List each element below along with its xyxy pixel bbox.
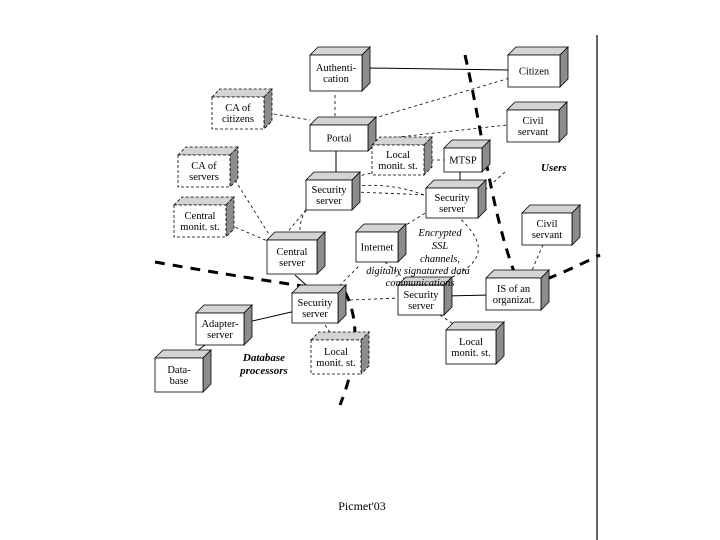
node-label: server bbox=[316, 196, 342, 207]
node-label: Civil bbox=[536, 219, 557, 230]
node-label: monit. st. bbox=[316, 358, 355, 369]
ssl-label: Encrypted SSL channels, digitally signat… bbox=[366, 228, 469, 289]
node-label: Local bbox=[386, 150, 410, 161]
line-ss2-internet bbox=[394, 209, 431, 233]
node-label: IS of an bbox=[497, 284, 531, 295]
node-label: server bbox=[302, 309, 328, 320]
svg-text:channels,: channels, bbox=[420, 254, 460, 265]
node-label: server bbox=[439, 204, 465, 215]
node-citizen: Citizen bbox=[507, 46, 569, 88]
svg-text:processors: processors bbox=[239, 365, 288, 377]
node-label: servers bbox=[189, 172, 219, 183]
node-adapter-server: Adapter-server bbox=[195, 304, 253, 346]
line-portal-civil bbox=[371, 124, 508, 141]
line-centralmon-central bbox=[229, 224, 271, 243]
database-processors-label: Database processors bbox=[239, 352, 288, 377]
node-label: Citizen bbox=[519, 67, 550, 78]
node-label: organizat. bbox=[493, 295, 535, 306]
footer-text: Picmet'03 bbox=[338, 499, 386, 513]
line-auth-citizen bbox=[367, 67, 511, 71]
node-label: citizens bbox=[222, 114, 254, 125]
line-portal-citizen bbox=[367, 77, 511, 121]
node-label: Security bbox=[435, 193, 471, 204]
node-authentication: Authenti-cation bbox=[309, 46, 371, 92]
node-label: servant bbox=[518, 127, 548, 138]
line-ss2-users bbox=[484, 171, 506, 191]
line-ca-central bbox=[234, 179, 271, 237]
node-label: Central bbox=[277, 247, 308, 258]
node-label: server bbox=[207, 330, 233, 341]
node-label: monit. st. bbox=[378, 161, 417, 172]
line-ss3-adapter bbox=[247, 309, 301, 323]
node-label: monit. st. bbox=[451, 348, 490, 359]
svg-text:digitally signatured data: digitally signatured data bbox=[366, 266, 469, 277]
node-label: servant bbox=[532, 230, 562, 241]
line-ss1-ss2 bbox=[354, 191, 431, 196]
svg-text:Encrypted: Encrypted bbox=[417, 228, 462, 239]
node-label: Local bbox=[324, 347, 348, 358]
node-label: server bbox=[408, 301, 434, 312]
svg-text:Database: Database bbox=[242, 352, 285, 364]
line-is-civil bbox=[529, 239, 546, 276]
node-label: base bbox=[170, 376, 189, 387]
users-boundary-curve bbox=[463, 54, 536, 305]
node-database: Data-base bbox=[154, 349, 212, 393]
svg-text:SSL: SSL bbox=[432, 241, 449, 252]
svg-text:communications: communications bbox=[386, 278, 455, 289]
node-label: Local bbox=[459, 337, 483, 348]
node-label: Authenti- bbox=[316, 63, 357, 74]
node-label: Security bbox=[404, 290, 440, 301]
node-label: MTSP bbox=[449, 156, 477, 167]
node-label: Data- bbox=[167, 365, 191, 376]
node-portal: Portal bbox=[309, 116, 377, 152]
node-label: Civil bbox=[522, 116, 543, 127]
line-ss4-is bbox=[444, 294, 491, 297]
node-label: cation bbox=[323, 74, 349, 85]
line-internet-ss4 bbox=[384, 261, 416, 289]
node-label: Security bbox=[312, 185, 348, 196]
node-label: server bbox=[279, 258, 305, 269]
node-label: CA of bbox=[225, 103, 251, 114]
line-ss3-ss4 bbox=[349, 297, 401, 301]
node-mtsp: MTSP bbox=[443, 139, 491, 173]
node-label: Portal bbox=[326, 134, 351, 145]
users-label: Users bbox=[541, 162, 567, 174]
node-internet: Internet bbox=[355, 223, 407, 263]
node-label: monit. st. bbox=[180, 222, 219, 233]
node-label: Security bbox=[298, 298, 334, 309]
node-label: Internet bbox=[361, 243, 394, 254]
node-label: Central bbox=[185, 211, 216, 222]
node-label: CA of bbox=[191, 161, 217, 172]
node-label: Adapter- bbox=[201, 319, 239, 330]
